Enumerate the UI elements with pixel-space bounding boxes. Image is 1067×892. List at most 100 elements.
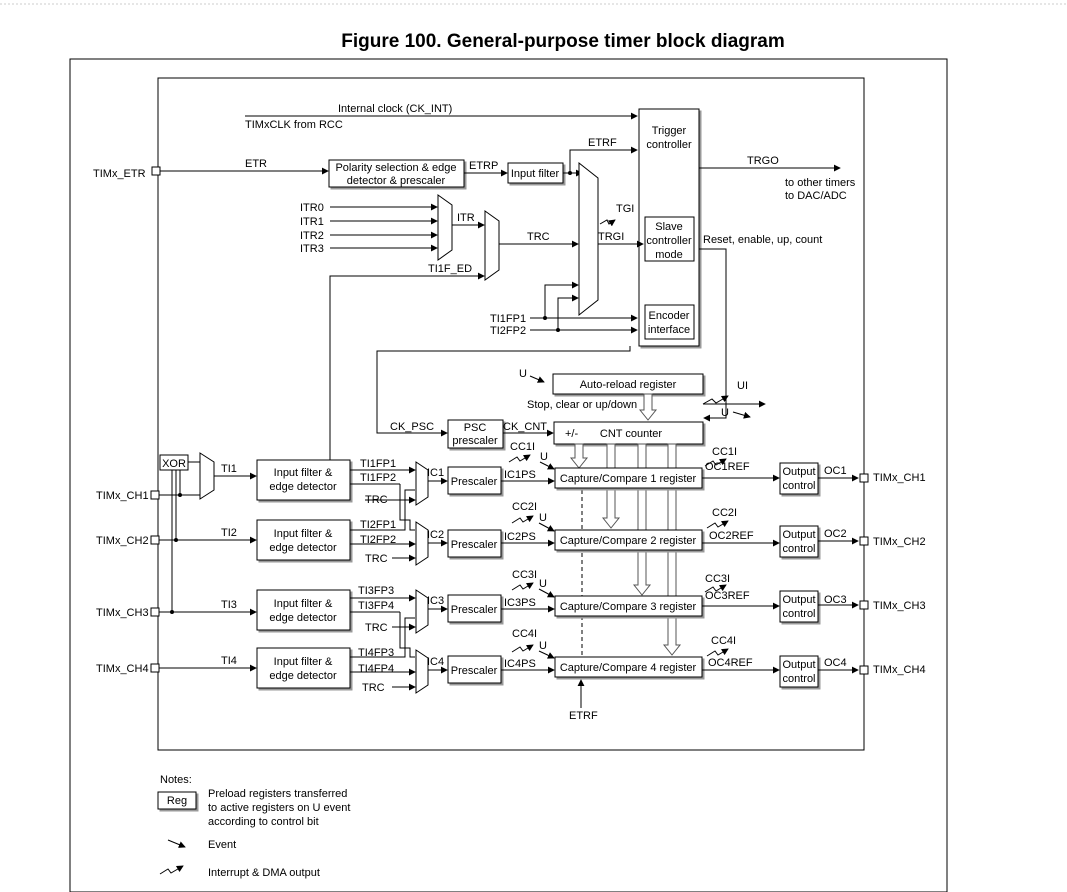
event-legend-label: Event — [208, 839, 236, 851]
ic4-prescaler — [447, 655, 502, 684]
trigger-line-2: controller — [646, 139, 692, 151]
psc-line-1: PSC — [464, 422, 487, 434]
oc3-ctl-line-1: Output — [782, 594, 815, 606]
u-label-ar: U — [519, 368, 527, 380]
output-control-3 — [779, 590, 819, 623]
itr2-label: ITR2 — [300, 230, 324, 242]
ti1-label: TI1 — [221, 463, 237, 475]
oc2ref-label: OC2REF — [709, 530, 754, 542]
to-other-timers: to other timers — [785, 177, 856, 189]
trc-ch4-label: TRC — [362, 682, 385, 694]
ui-label: UI — [737, 380, 748, 392]
figure-title: Figure 100. General-purpose timer block … — [341, 31, 784, 52]
cc2-label: Capture/Compare 2 register — [560, 535, 697, 547]
oc2-ctl-line-1: Output — [782, 529, 815, 541]
oc1-ctl-line-1: Output — [782, 466, 815, 478]
cc1-label: Capture/Compare 1 register — [560, 473, 697, 485]
cc2i-left: CC2I — [512, 501, 537, 513]
etrp-label: ETRP — [469, 160, 498, 172]
tgi-label: TGI — [616, 203, 634, 215]
pin-timx-etr: TIMx_ETR — [93, 168, 146, 180]
timer-boundary — [157, 77, 865, 751]
trc-ch2-label: TRC — [365, 553, 388, 565]
cc3-label: Capture/Compare 3 register — [560, 601, 697, 613]
ife3-line-2: edge detector — [269, 612, 337, 624]
ic2ps-label: IC2PS — [504, 531, 536, 543]
ic1-mux — [415, 461, 429, 506]
itr3-label: ITR3 — [300, 243, 324, 255]
oc2-ctl-line-2: control — [782, 543, 815, 555]
slave-line-1: Slave — [655, 221, 683, 233]
ti3fp4-label: TI3FP4 — [358, 600, 394, 612]
cc4-label: Capture/Compare 4 register — [560, 662, 697, 674]
preload-line-2: to active registers on U event — [208, 802, 350, 814]
prescaler-3-label: Prescaler — [451, 604, 498, 616]
ic1ps-label: IC1PS — [504, 469, 536, 481]
pin-ch4-out: TIMx_CH4 — [873, 664, 926, 676]
capture-compare-2-register — [554, 529, 703, 551]
oc1ref-label: OC1REF — [705, 461, 750, 473]
xor-mux — [199, 452, 215, 500]
oc4-ctl-line-2: control — [782, 673, 815, 685]
ic2-mux — [415, 521, 429, 566]
trc-ch3-label: TRC — [365, 622, 388, 634]
ti1fp1-label: TI1FP1 — [490, 313, 526, 325]
itr-mux — [437, 194, 453, 261]
prescaler-2-label: Prescaler — [451, 539, 498, 551]
ti2fp1-label: TI2FP1 — [360, 519, 396, 531]
preload-line-3: according to control bit — [208, 816, 319, 828]
polarity-selection-block — [328, 159, 465, 188]
ic4-label: IC4 — [427, 656, 444, 668]
pin-ch2-in: TIMx_CH2 — [96, 535, 149, 547]
oc4-label: OC4 — [824, 657, 847, 669]
plusminus-label: +/- — [565, 428, 578, 440]
polarity-line-1: Polarity selection & edge — [335, 162, 456, 174]
ife3-line-1: Input filter & — [274, 598, 333, 610]
u-cc4: U — [539, 640, 547, 652]
notes-heading: Notes: — [160, 774, 192, 786]
oc3-ctl-line-2: control — [782, 608, 815, 620]
reg-legend-label: Reg — [167, 795, 187, 807]
psc-line-2: prescaler — [452, 435, 498, 447]
ti2fp2-ch-label: TI2FP2 — [360, 534, 396, 546]
trgi-mux — [578, 161, 599, 317]
cc3i-left: CC3I — [512, 569, 537, 581]
outer-frame — [69, 58, 948, 892]
itr-label: ITR — [457, 212, 475, 224]
ic3ps-label: IC3PS — [504, 597, 536, 609]
trc-label-top: TRC — [527, 231, 550, 243]
encoder-interface-block — [644, 304, 695, 340]
input-filter-edge-4 — [256, 647, 351, 689]
ic2-prescaler — [447, 529, 502, 558]
ic4ps-label: IC4PS — [504, 658, 536, 670]
etrf-label: ETRF — [588, 137, 617, 149]
oc3ref-label: OC3REF — [705, 590, 750, 602]
ife4-line-1: Input filter & — [274, 656, 333, 668]
ti1fp2-label: TI1FP2 — [360, 472, 396, 484]
prescaler-1-label: Prescaler — [451, 476, 498, 488]
itr0-label: ITR0 — [300, 202, 324, 214]
etrf-bottom-label: ETRF — [569, 710, 598, 722]
input-filter-edge-3 — [256, 589, 351, 631]
ic3-label: IC3 — [427, 595, 444, 607]
trc-ch1-label: TRC — [365, 494, 388, 506]
trgi-label: TRGI — [598, 231, 624, 243]
stop-clear-label: Stop, clear or up/down — [527, 399, 637, 411]
polarity-line-2: detector & prescaler — [347, 175, 446, 187]
ti4-label: TI4 — [221, 655, 237, 667]
pin-ch4-in: TIMx_CH4 — [96, 663, 149, 675]
prescaler-4-label: Prescaler — [451, 665, 498, 677]
ic1-label: IC1 — [427, 467, 444, 479]
to-dac-adc: to DAC/ADC — [785, 190, 847, 202]
ife4-line-2: edge detector — [269, 670, 337, 682]
ti1fp1-ch-label: TI1FP1 — [360, 458, 396, 470]
ti4fp4-label: TI4FP4 — [358, 663, 394, 675]
cc3i-right: CC3I — [705, 573, 730, 585]
ic2-label: IC2 — [427, 529, 444, 541]
ti2-label: TI2 — [221, 527, 237, 539]
interrupt-dma-icon — [159, 865, 184, 875]
ife1-line-2: edge detector — [269, 481, 337, 493]
xor-label: XOR — [162, 458, 186, 470]
u-label-event: U — [721, 407, 729, 419]
pin-etr-square — [151, 166, 161, 176]
